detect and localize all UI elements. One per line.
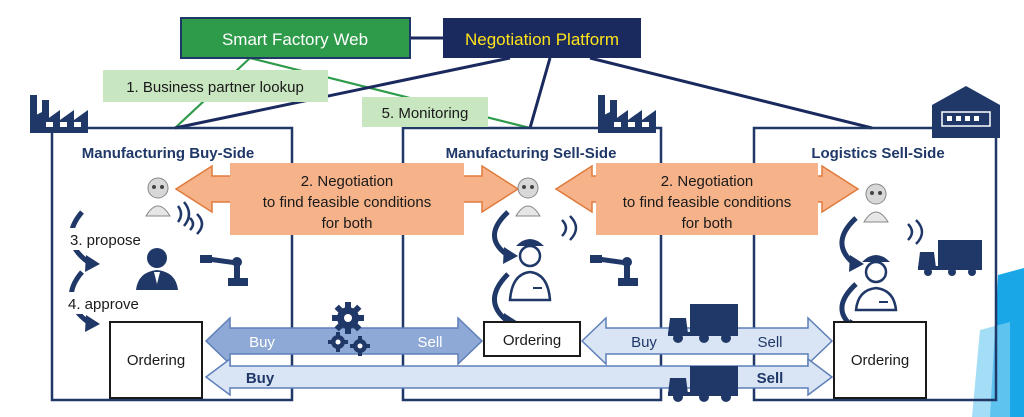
- sell-side-curve-arrows: [492, 210, 510, 322]
- truck-icon-flow-2: [668, 304, 738, 343]
- step-approve-label: 4. approve: [68, 296, 139, 313]
- corner-decoration: [972, 268, 1024, 417]
- business-person-icon: [136, 248, 178, 290]
- ordering-label-buy: Ordering: [127, 352, 185, 369]
- platform-links: [174, 36, 873, 130]
- sell-arrowhead-1: [503, 247, 518, 264]
- negotiation-arrow-left: 2. Negotiation to find feasible conditio…: [174, 163, 520, 235]
- logistics-box: [752, 126, 998, 402]
- approve-arrowhead: [85, 315, 100, 332]
- robot-arm-icon-buy: [200, 255, 248, 286]
- robot-agent-icon-logistics: [863, 183, 924, 245]
- ordering-box-sell[interactable]: Ordering: [483, 321, 581, 357]
- step-lookup-box: 1. Business partner lookup: [103, 70, 328, 102]
- ordering-label-sell: Ordering: [503, 332, 561, 349]
- approve-label-bg: [64, 292, 156, 314]
- sell-side-box: [401, 126, 663, 402]
- worker-icon-logistics: [854, 255, 898, 312]
- robot-agent-icon-sell: [515, 177, 578, 241]
- robot-agent-icon-buy: [145, 177, 191, 227]
- flow-2-buy-label: Buy: [631, 334, 657, 351]
- flow-long-buy-label: Buy: [246, 370, 275, 387]
- step-lookup-label: 1. Business partner lookup: [126, 79, 304, 96]
- ordering-box-logistics[interactable]: Ordering: [833, 321, 927, 399]
- step-monitoring-label: 5. Monitoring: [382, 105, 469, 122]
- flow-1-sell-label: Sell: [417, 334, 442, 351]
- negotiation-left-line2: to find feasible conditions: [263, 194, 431, 211]
- smart-factory-web-box[interactable]: Smart Factory Web: [180, 17, 411, 59]
- wireless-icon-buy: [189, 213, 204, 235]
- negotiation-right-line1: 2. Negotiation: [661, 173, 754, 190]
- negotiation-right-line3: for both: [682, 215, 733, 232]
- flow-long-sell-label: Sell: [757, 370, 784, 387]
- warehouse-icon: [932, 86, 1000, 138]
- flow-2-sell-label: Sell: [757, 334, 782, 351]
- step-propose-label: 3. propose: [70, 232, 141, 249]
- step-monitoring-box: 5. Monitoring: [362, 97, 488, 127]
- negotiation-arrow-right: 2. Negotiation to find feasible conditio…: [554, 163, 860, 235]
- worker-icon-sell: [508, 239, 552, 302]
- flow-1-buy-label: Buy: [249, 334, 275, 351]
- propose-arrowhead: [85, 255, 100, 272]
- negotiation-platform-box[interactable]: Negotiation Platform: [443, 18, 641, 58]
- ordering-label-logistics: Ordering: [851, 352, 909, 369]
- flow-arrow-buy-sell-long: Buy Sell: [204, 357, 834, 397]
- buy-side-box: [50, 126, 294, 402]
- logistics-curve-arrows: [839, 216, 858, 328]
- logistics-title: Logistics Sell-Side: [811, 145, 944, 162]
- negotiation-right-line2: to find feasible conditions: [623, 194, 791, 211]
- robot-arm-icon-sell: [590, 255, 638, 286]
- truck-icon-flow-long: [668, 366, 738, 402]
- negotiation-left-line1: 2. Negotiation: [301, 173, 394, 190]
- gears-icon: [328, 302, 370, 356]
- negotiation-left-line3: for both: [322, 215, 373, 232]
- propose-label-bg: [66, 228, 152, 250]
- negotiation-platform-label: Negotiation Platform: [465, 30, 619, 49]
- sell-side-title: Manufacturing Sell-Side: [446, 145, 617, 162]
- smart-factory-web-label: Smart Factory Web: [222, 30, 368, 49]
- factory-icon-buy: [30, 95, 88, 133]
- factory-icon-sell: [598, 95, 656, 133]
- buy-side-title: Manufacturing Buy-Side: [82, 145, 255, 162]
- truck-icon-logistics: [918, 240, 982, 276]
- ordering-box-buy[interactable]: Ordering: [109, 321, 203, 399]
- logistics-arrowhead-1: [849, 255, 864, 272]
